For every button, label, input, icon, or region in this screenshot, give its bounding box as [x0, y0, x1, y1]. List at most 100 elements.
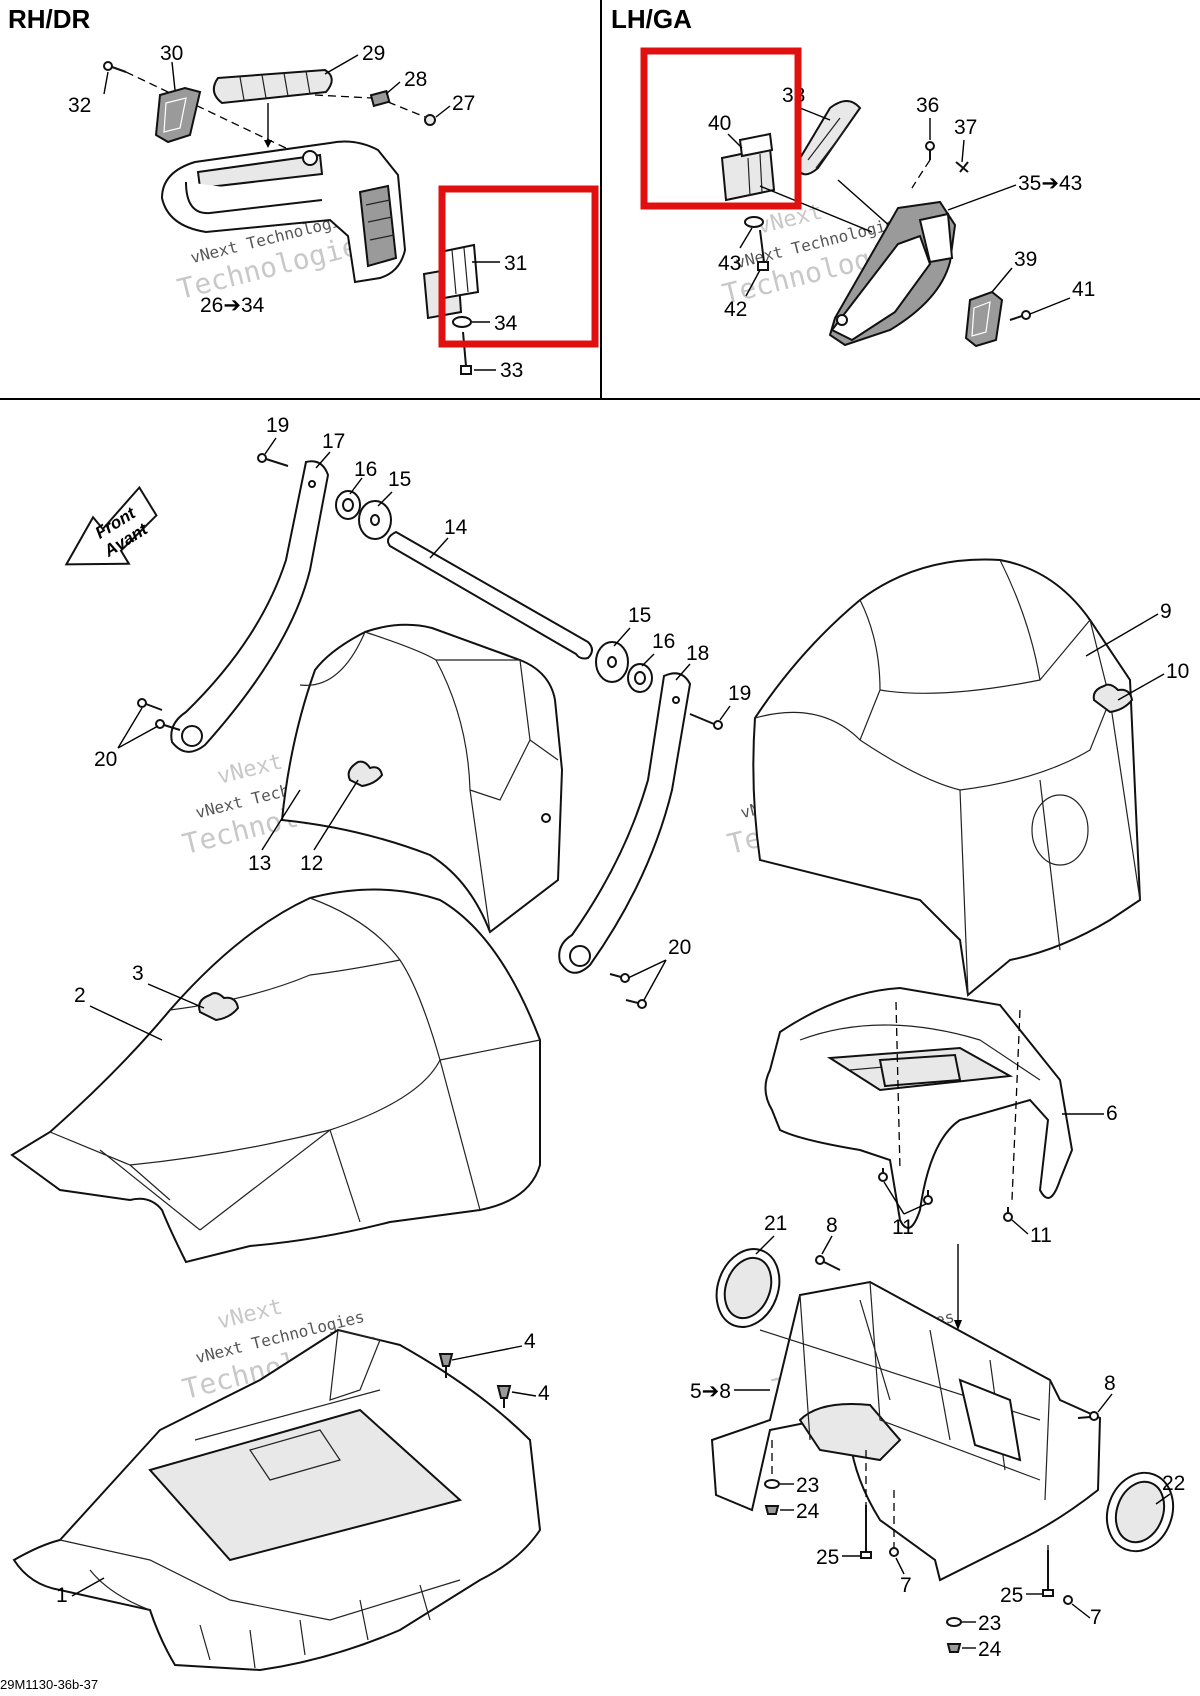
callout-24-bottom: 24	[978, 1638, 1002, 1661]
callout-23-bottom: 23	[978, 1612, 1001, 1635]
callout-16-left: 16	[354, 458, 377, 481]
block-31	[422, 243, 480, 320]
highlight-box-lh	[640, 47, 802, 210]
rh-assembly	[103, 61, 480, 375]
washer-15-right	[595, 641, 629, 683]
callout-22: 22	[1162, 1472, 1185, 1495]
callout-23-top: 23	[796, 1474, 819, 1497]
callout-31: 31	[504, 252, 527, 275]
washer-43	[744, 216, 764, 228]
callout-36: 36	[916, 94, 939, 117]
callout-20-right: 20	[668, 936, 691, 959]
screws-20-left	[137, 698, 181, 731]
callout-24-top: 24	[796, 1500, 820, 1523]
cover-39	[964, 290, 1004, 348]
callout-28: 28	[404, 68, 427, 91]
screw-8-top	[815, 1255, 841, 1271]
washer-15-left	[358, 500, 392, 540]
callout-9: 9	[1160, 600, 1172, 623]
section-divider	[600, 0, 602, 399]
callout-7-right: 7	[1090, 1606, 1102, 1629]
callout-15-right: 15	[628, 604, 651, 627]
cap-22	[1105, 1471, 1175, 1553]
callout-39: 39	[1014, 248, 1037, 271]
cap-21	[715, 1248, 781, 1328]
callout-29: 29	[362, 42, 385, 65]
callout-2: 2	[74, 984, 86, 1007]
clip-37	[955, 161, 969, 173]
screw-36	[925, 141, 935, 160]
handle-rh	[160, 140, 407, 284]
screw-41	[1009, 310, 1031, 321]
section-title-lh: LH/GA	[611, 4, 692, 34]
handle-lh	[828, 200, 957, 347]
callout-10: 10	[1166, 660, 1189, 683]
callout-3: 3	[132, 962, 144, 985]
callout-6: 6	[1106, 1102, 1118, 1125]
callout-40: 40	[708, 112, 731, 135]
callout-25-right: 25	[1000, 1584, 1023, 1607]
seat-cushion	[10, 888, 541, 1264]
bolt-19-right	[689, 713, 723, 730]
nut-27	[424, 114, 436, 126]
callout-5: 5➔8	[690, 1380, 731, 1403]
callout-18: 18	[686, 642, 709, 665]
backrest-assembly	[137, 453, 723, 1009]
callout-8-right: 8	[1104, 1372, 1116, 1395]
callout-11-right: 11	[1030, 1224, 1052, 1247]
drawing-code: 29M1130-36b-37	[0, 1677, 99, 1692]
callout-8-top: 8	[826, 1214, 838, 1237]
grip-29	[212, 68, 333, 105]
callout-41: 41	[1072, 278, 1095, 301]
bracket-6	[764, 986, 1074, 1229]
bolt-42	[757, 229, 769, 271]
callout-4-right: 4	[538, 1382, 550, 1405]
callout-11-left: 11	[892, 1216, 914, 1239]
rh-callouts: 32 30 29 28 27 31 34 33 26➔34	[68, 42, 527, 382]
seat-frame	[710, 1280, 1102, 1582]
callout-14: 14	[444, 516, 468, 539]
lh-callouts: 40 38 36 37 35➔43 39 41 43 42	[708, 84, 1095, 321]
callout-35: 35➔43	[1018, 172, 1082, 195]
callout-17: 17	[322, 430, 345, 453]
callout-27: 27	[452, 92, 475, 115]
screw-8-right	[1077, 1411, 1099, 1421]
section-title-rh: RH/DR	[8, 4, 91, 34]
callout-33: 33	[500, 359, 523, 382]
bolt-33	[460, 331, 472, 375]
callout-30: 30	[160, 42, 183, 65]
top-section-border	[0, 398, 1200, 400]
callout-37: 37	[954, 116, 977, 139]
nut-28	[369, 89, 391, 108]
screw-32	[103, 61, 127, 73]
callout-7-left: 7	[900, 1574, 912, 1597]
callout-26: 26➔34	[200, 294, 265, 317]
washer-34	[452, 316, 472, 328]
lower-callouts: 19 17 16 15 14 15 16 18 19 20 20 13 12 3…	[56, 414, 1189, 1661]
shaft-14	[387, 530, 593, 660]
cover-30	[154, 86, 202, 144]
callout-16-right: 16	[652, 630, 675, 653]
block-40	[720, 132, 776, 202]
callout-42: 42	[724, 298, 747, 321]
screws-11	[878, 1168, 1013, 1222]
callout-38: 38	[782, 84, 805, 107]
spacer-16-right	[627, 663, 653, 693]
seat-base	[12, 1328, 542, 1672]
callout-34: 34	[494, 312, 518, 335]
screws-20-right	[609, 973, 647, 1009]
callout-4-top: 4	[524, 1330, 536, 1353]
screws-4	[438, 1353, 512, 1408]
front-arrow: Front Avant	[64, 485, 158, 566]
callout-19-left: 19	[266, 414, 289, 437]
spacer-16-left	[335, 490, 361, 520]
backrest-cushion	[280, 623, 564, 934]
callout-15-left: 15	[388, 468, 411, 491]
callout-12: 12	[300, 852, 323, 875]
lh-assembly	[720, 100, 1031, 348]
callout-1: 1	[56, 1584, 68, 1607]
bracket-18	[558, 672, 692, 974]
callout-13: 13	[248, 852, 271, 875]
callout-25-left: 25	[816, 1546, 839, 1569]
